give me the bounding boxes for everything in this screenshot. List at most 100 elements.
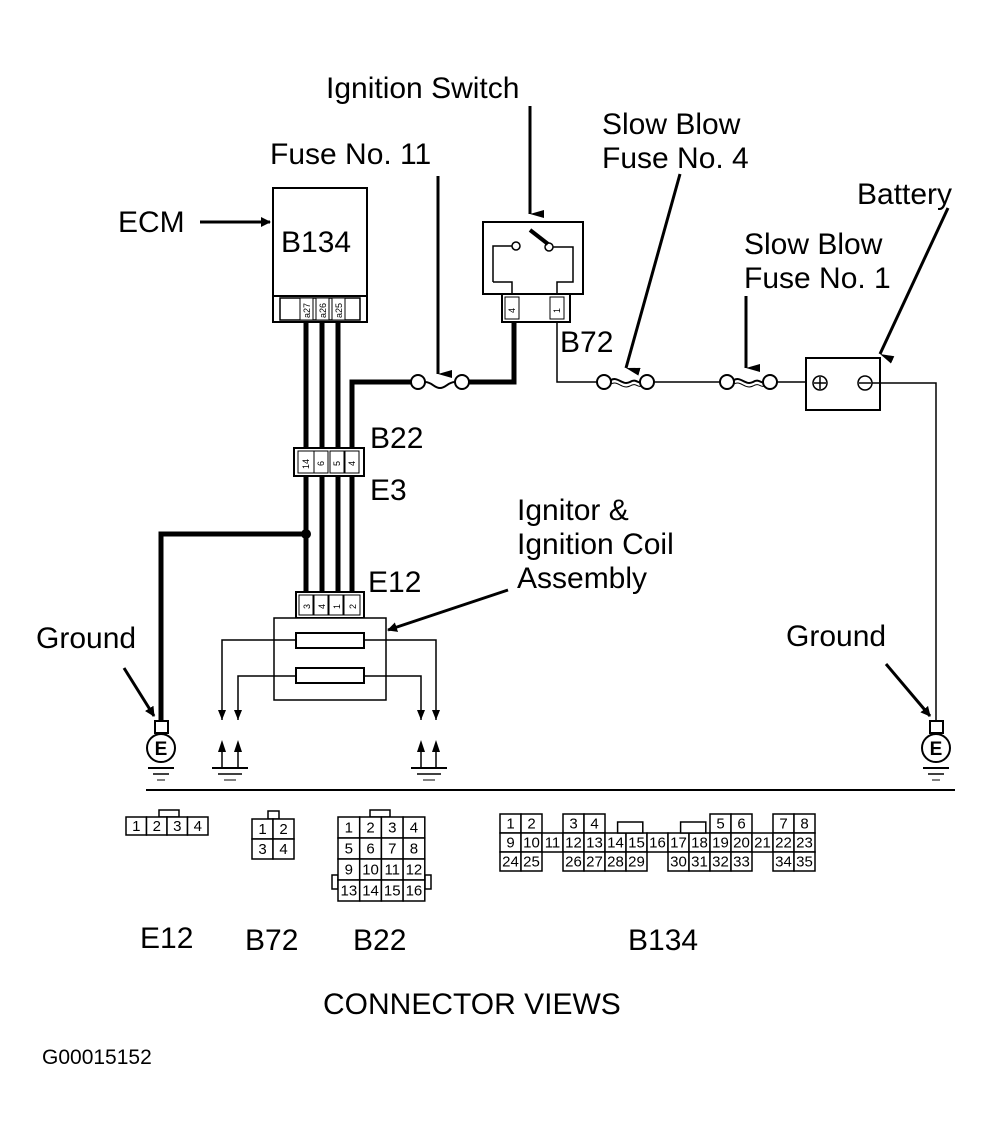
cv-b134-pin-35-cell — [793, 851, 816, 872]
ignitor-label-1: Ignitor & — [517, 494, 629, 527]
ground-right-symbol: E — [930, 739, 943, 760]
cv-b134-pin-30: 30 — [670, 854, 687, 871]
cv-b22-latch — [369, 809, 391, 818]
cv-b134-pin-10: 10 — [523, 835, 540, 852]
e12-pin-3: 3 — [302, 604, 312, 609]
cv-b134-pin-18: 18 — [691, 835, 708, 852]
ground-right-label: Ground — [786, 620, 886, 653]
cv-b22-side-tab-left — [331, 874, 339, 890]
ecm-harness-wires — [303, 322, 412, 448]
slow-blow-4-label-1: Slow Blow — [602, 108, 741, 141]
b22-e3-connector: 14 6 5 4 — [293, 447, 365, 477]
ecm-pin-a26: a26 — [318, 303, 328, 318]
cv-b22-pin-15: 15 — [384, 883, 401, 900]
cv-b22-pin-4: 4 — [410, 820, 418, 837]
ground-right-arrow — [884, 663, 932, 717]
cv-b22-pin-13: 13 — [341, 883, 358, 900]
battery-supply-line — [556, 322, 810, 390]
cv-e12-pin-4-cell — [186, 816, 209, 836]
cv-b22-pin-7: 7 — [388, 841, 396, 858]
fuse-11-label: Fuse No. 11 — [270, 138, 431, 171]
cv-b72-pin-1: 1 — [258, 821, 266, 838]
b72-label: B72 — [560, 326, 613, 359]
cv-b134-pin-14: 14 — [607, 835, 624, 852]
b22-pin-5: 5 — [332, 461, 342, 466]
cv-b72-pin-3: 3 — [258, 841, 266, 858]
cv-b22-pin-6: 6 — [366, 841, 374, 858]
cv-b134-pin-33-cell — [730, 851, 753, 872]
cv-b134-latch-right — [679, 821, 707, 834]
cv-b134-pin-8: 8 — [800, 816, 808, 833]
cv-b134-pin-6: 6 — [737, 816, 745, 833]
cv-b134-pin-27: 27 — [586, 854, 603, 871]
ground-left-arrow — [122, 667, 156, 717]
cv-b134-pin-12: 12 — [565, 835, 582, 852]
e3-label: E3 — [370, 474, 407, 507]
b22-pin-6: 6 — [316, 461, 326, 466]
cv-b134-pin-17: 17 — [670, 835, 687, 852]
cv-b134-pin-23: 23 — [796, 835, 813, 852]
cv-b134-pin-29-cell — [625, 851, 648, 872]
ground-left-symbol: E — [155, 739, 168, 760]
cv-b22-pin-16: 16 — [406, 883, 423, 900]
cv-b134-pin-32: 32 — [712, 854, 729, 871]
e12-connector: 3 4 1 2 — [295, 591, 365, 619]
fuse-11 — [410, 322, 517, 390]
battery-arrow — [878, 207, 950, 364]
cv-b22-side-tab-right — [424, 874, 432, 890]
cv-e12-name: E12 — [140, 922, 193, 955]
cv-b134-pin-2: 2 — [527, 816, 535, 833]
b22-pin-14: 14 — [301, 459, 311, 469]
ground-left-icon — [146, 733, 176, 763]
e12-pin-1: 1 — [332, 604, 342, 609]
cv-b22-pin-5: 5 — [345, 841, 353, 858]
cv-b134-pin-1: 1 — [506, 816, 514, 833]
ground-left-label: Ground — [36, 622, 136, 655]
ignition-switch-label: Ignition Switch — [326, 72, 519, 105]
cv-b134-pin-3: 3 — [569, 816, 577, 833]
cv-e12-pin-3: 3 — [173, 818, 181, 835]
cv-b134-pin-11: 11 — [545, 835, 561, 852]
cv-b134-pin-26: 26 — [565, 854, 582, 871]
ignitor-coil-assembly — [212, 617, 447, 781]
cv-b72-pin-2: 2 — [279, 821, 287, 838]
cv-b134-pin-4: 4 — [590, 816, 598, 833]
ignitor-label-3: Assembly — [517, 562, 647, 595]
cv-b22-pin-12: 12 — [406, 862, 423, 879]
battery — [805, 357, 937, 722]
cv-b134-name: B134 — [628, 924, 698, 957]
ground-right-icon — [921, 733, 951, 763]
cv-b134-pin-22: 22 — [775, 835, 792, 852]
cv-b22-pin-14: 14 — [362, 883, 379, 900]
ignition-switch: 4 1 — [482, 221, 584, 323]
cv-b134-pin-16: 16 — [649, 835, 666, 852]
slow-blow-1-label-2: Fuse No. 1 — [744, 262, 891, 295]
cv-b72-pin-4: 4 — [279, 841, 287, 858]
e12-pin-2: 2 — [348, 604, 358, 609]
cv-b22-pin-3: 3 — [388, 820, 396, 837]
ignitor-label-2: Ignition Coil — [517, 528, 674, 561]
ecm-pin-a25: a25 — [334, 303, 344, 318]
e3-harness-wires — [158, 476, 355, 722]
slow-blow-4-arrow — [624, 173, 682, 376]
cv-b134-pin-29: 29 — [628, 854, 645, 871]
cv-b72-pin-4-cell — [272, 838, 295, 860]
battery-label: Battery — [857, 178, 952, 211]
cv-b134-pin-9: 9 — [506, 835, 514, 852]
cv-e12-latch — [158, 809, 180, 818]
b72-pin-1: 1 — [552, 308, 562, 313]
cv-b134-pin-5: 5 — [716, 816, 724, 833]
ecm-module: B134 a27 a26 a25 — [272, 187, 368, 323]
cv-b134-pin-33: 33 — [733, 854, 750, 871]
cv-b134-pin-20: 20 — [733, 835, 750, 852]
cv-e12-pin-1: 1 — [132, 818, 140, 835]
connector-views-title: CONNECTOR VIEWS — [323, 988, 621, 1021]
cv-b22-pin-8: 8 — [410, 841, 418, 858]
ecm-pin-a27: a27 — [302, 303, 312, 318]
cv-b134-pin-24: 24 — [502, 854, 519, 871]
figure-id: G00015152 — [42, 1046, 152, 1069]
cv-b22-pin-2: 2 — [366, 820, 374, 837]
cv-b22-pin-16-cell — [402, 879, 426, 902]
